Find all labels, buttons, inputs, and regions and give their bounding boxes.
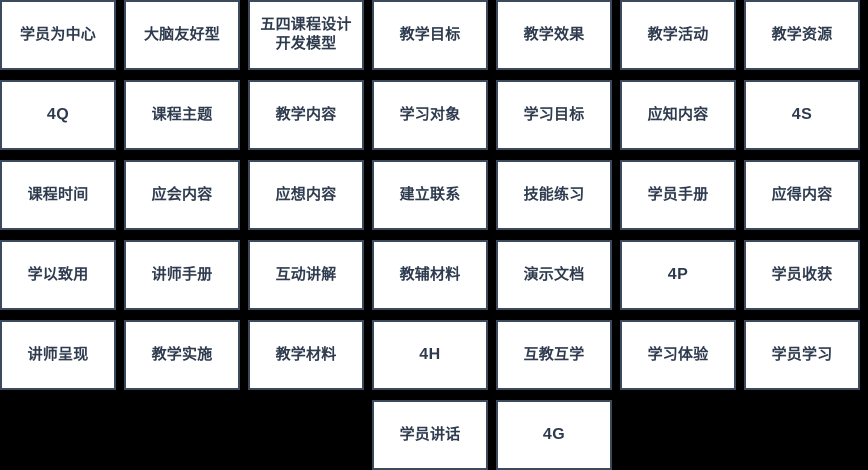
grid-cell-label: 教学材料 (275, 345, 337, 363)
grid-cell[interactable]: 学以致用 (0, 240, 116, 310)
grid-cell[interactable]: 4H (372, 320, 488, 390)
grid-cell[interactable]: 学员收获 (744, 240, 860, 310)
grid-cell[interactable]: 建立联系 (372, 160, 488, 230)
grid-cell[interactable]: 应知内容 (620, 80, 736, 150)
grid-cell[interactable]: 4G (496, 400, 612, 470)
grid-cell-label: 讲师呈现 (27, 345, 89, 363)
grid-cell-label: 互教互学 (523, 345, 585, 363)
grid-cell-label: 五四课程设计开发模型 (260, 16, 352, 52)
grid-cell[interactable]: 技能练习 (496, 160, 612, 230)
grid-cell-label: 教学资源 (771, 25, 833, 43)
grid-cell[interactable]: 4S (744, 80, 860, 150)
grid-row: 讲师呈现 教学实施 教学材料 4H 互教互学 学习体验 学员学习 (0, 320, 868, 390)
grid-cell[interactable]: 应会内容 (124, 160, 240, 230)
grid-cell-label: 4G (542, 426, 566, 443)
grid-cell[interactable]: 教学活动 (620, 0, 736, 70)
grid-row: 4Q 课程主题 教学内容 学习对象 学习目标 应知内容 4S (0, 80, 868, 150)
grid-cell-label: 教辅材料 (399, 265, 461, 283)
grid-cell-label: 4S (791, 106, 813, 123)
grid-cell[interactable]: 应想内容 (248, 160, 364, 230)
grid-cell-label: 学员手册 (647, 185, 709, 203)
grid-row: 学员为中心 大脑友好型 五四课程设计开发模型 教学目标 教学效果 教学活动 教学… (0, 0, 868, 70)
grid-cell-placeholder (0, 400, 116, 470)
grid-cell-label: 演示文档 (523, 265, 585, 283)
grid-cell-label: 4P (667, 266, 689, 283)
grid-cell[interactable]: 课程时间 (0, 160, 116, 230)
grid-cell[interactable]: 学习目标 (496, 80, 612, 150)
grid-cell[interactable]: 学员学习 (744, 320, 860, 390)
grid-cell-label: 应会内容 (151, 185, 213, 203)
grid-cell[interactable]: 大脑友好型 (124, 0, 240, 70)
grid-cell-label: 应知内容 (647, 105, 709, 123)
grid-cell-placeholder (744, 400, 860, 470)
grid-cell[interactable]: 4P (620, 240, 736, 310)
grid-cell[interactable]: 教辅材料 (372, 240, 488, 310)
grid-cell-label: 学员为中心 (19, 25, 96, 43)
grid-cell-label: 学员学习 (771, 345, 833, 363)
grid-cell-label: 教学目标 (399, 25, 461, 43)
grid-cell-label: 学习体验 (647, 345, 709, 363)
grid-cell[interactable]: 互动讲解 (248, 240, 364, 310)
grid-cell-placeholder (620, 400, 736, 470)
grid-cell[interactable]: 教学内容 (248, 80, 364, 150)
grid-cell-label: 大脑友好型 (143, 25, 220, 43)
grid-cell[interactable]: 应得内容 (744, 160, 860, 230)
grid-cell-label: 教学活动 (647, 25, 709, 43)
grid-cell[interactable]: 讲师手册 (124, 240, 240, 310)
grid-cell[interactable]: 教学资源 (744, 0, 860, 70)
grid-cell-label: 4H (419, 346, 441, 363)
grid-cell[interactable]: 学习体验 (620, 320, 736, 390)
grid-cell[interactable]: 演示文档 (496, 240, 612, 310)
grid-cell-label: 课程时间 (27, 185, 89, 203)
grid-cell-label: 教学内容 (275, 105, 337, 123)
grid-cell[interactable]: 学员为中心 (0, 0, 116, 70)
grid-cell-label: 学习对象 (399, 105, 461, 123)
grid-cell-label: 学员讲话 (399, 425, 461, 443)
grid-cell-label: 课程主题 (151, 105, 213, 123)
grid-row: 学以致用 讲师手册 互动讲解 教辅材料 演示文档 4P 学员收获 (0, 240, 868, 310)
grid-cell-label: 互动讲解 (275, 265, 337, 283)
grid-cell[interactable]: 课程主题 (124, 80, 240, 150)
grid-cell-label: 应得内容 (771, 185, 833, 203)
grid-cell-placeholder (248, 400, 364, 470)
grid-cell-label: 教学实施 (151, 345, 213, 363)
grid-cell[interactable]: 学习对象 (372, 80, 488, 150)
grid-cell-label: 4Q (46, 106, 70, 123)
grid-cell[interactable]: 教学目标 (372, 0, 488, 70)
grid-cell-placeholder (124, 400, 240, 470)
grid-cell-label: 讲师手册 (151, 265, 213, 283)
grid-cell[interactable]: 教学实施 (124, 320, 240, 390)
grid-cell[interactable]: 学员讲话 (372, 400, 488, 470)
grid-cell[interactable]: 五四课程设计开发模型 (248, 0, 364, 70)
grid-cell-label: 应想内容 (275, 185, 337, 203)
grid-cell-label: 建立联系 (399, 185, 461, 203)
grid-cell-label: 学习目标 (523, 105, 585, 123)
grid-cell[interactable]: 学员手册 (620, 160, 736, 230)
grid-row: 学员讲话 4G (0, 400, 868, 470)
grid-cell-label: 技能练习 (523, 185, 585, 203)
grid-cell[interactable]: 讲师呈现 (0, 320, 116, 390)
grid-cell-label: 学以致用 (27, 265, 89, 283)
grid-cell-label: 教学效果 (523, 25, 585, 43)
grid-cell[interactable]: 教学效果 (496, 0, 612, 70)
grid-cell[interactable]: 教学材料 (248, 320, 364, 390)
grid-cell[interactable]: 4Q (0, 80, 116, 150)
grid-cell[interactable]: 互教互学 (496, 320, 612, 390)
grid-row: 课程时间 应会内容 应想内容 建立联系 技能练习 学员手册 应得内容 (0, 160, 868, 230)
grid-cell-label: 学员收获 (771, 265, 833, 283)
